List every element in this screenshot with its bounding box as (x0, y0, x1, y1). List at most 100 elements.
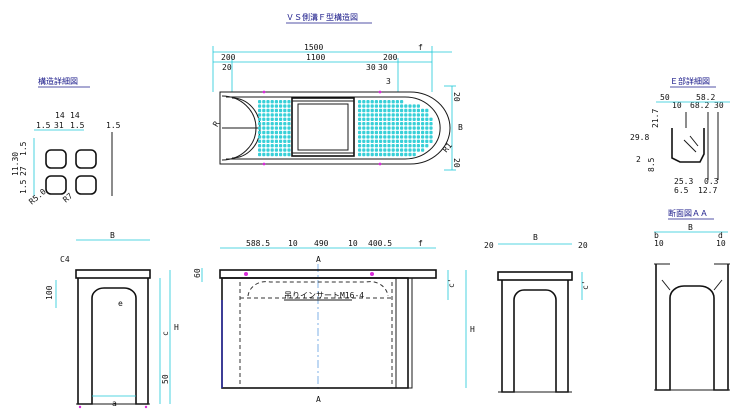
sv-dim-10b: 10 (348, 239, 358, 248)
grating-cell (421, 148, 425, 152)
sv-label-h: H (470, 325, 475, 334)
grating-cell (425, 113, 429, 117)
grating-cell (266, 135, 270, 139)
sec-dim-10b: 10 (716, 239, 726, 248)
grating-cell (379, 100, 383, 104)
ev-dim-20a: 20 (484, 241, 494, 250)
plan-dim-1500-label: 1500 (304, 43, 323, 52)
grating-cell (370, 152, 374, 157)
grating-cell (391, 117, 395, 121)
grating-cell (366, 126, 370, 130)
grating-cell (416, 108, 420, 113)
grating-cell (425, 126, 429, 130)
grating-cell (387, 126, 391, 130)
rd-profile (671, 128, 705, 163)
grating-cell (412, 144, 416, 148)
grating-cell (391, 139, 395, 143)
plan-mark-3 (262, 162, 266, 166)
grating-cell (387, 135, 391, 139)
grating-cell (287, 100, 291, 104)
rd-side-29.8: 29.8 (630, 133, 649, 142)
grating-cell (412, 135, 416, 139)
rd-dim-50: 50 (660, 93, 670, 102)
grating-cell (274, 139, 278, 143)
plan-inner (226, 96, 441, 160)
rd-bot-12.7: 12.7 (698, 186, 717, 195)
grating-cell (379, 130, 383, 135)
grating-cell (258, 139, 262, 143)
grating-cell (358, 139, 362, 143)
grating-cell (391, 144, 395, 148)
plan-radius-r: R (211, 120, 221, 129)
plan-mark-4 (378, 162, 382, 166)
fv-label-a: a (112, 399, 117, 408)
grating-cell (366, 152, 370, 157)
grating-cell (408, 152, 412, 157)
grating-cell (262, 130, 266, 135)
grating-cell (379, 113, 383, 117)
grating-cell (362, 126, 366, 130)
right-detail-title: Ｅ部詳細図 (670, 76, 710, 86)
plan-mark-2 (378, 90, 382, 94)
grating-cell (366, 122, 370, 126)
grating-cell (379, 148, 383, 152)
grating-cell (421, 108, 425, 113)
grating-cell (379, 152, 383, 157)
rd-side-21.7: 21.7 (651, 109, 660, 128)
ld-side-11.30: 11.30 (11, 152, 20, 176)
grating-cell (416, 126, 420, 130)
grating-cell (400, 139, 404, 143)
grating-cell (270, 139, 274, 143)
grating-cell (283, 126, 287, 130)
grating-cell (395, 108, 399, 113)
grating-cell (279, 122, 283, 126)
rd-dim-58.2: 58.2 (696, 93, 715, 102)
sv-label-a-bot: A (316, 395, 321, 404)
sv-label-a-top: A (316, 255, 321, 264)
rd-bot-0.3: 0.3 (704, 177, 719, 186)
section-title: 断面図ＡＡ (668, 208, 708, 218)
grating-cell (425, 130, 429, 135)
plan-grating-left (258, 100, 291, 157)
ld-cell-3 (45, 175, 67, 195)
grating-cell (283, 122, 287, 126)
grating-cell (283, 152, 287, 157)
sv-dim-490: 490 (314, 239, 329, 248)
grating-cell (287, 139, 291, 143)
grating-cell (262, 126, 266, 130)
grating-cell (358, 122, 362, 126)
plan-view: 1500 200 1100 200 f 20 30 30 3 R (211, 43, 463, 171)
grating-cell (274, 122, 278, 126)
grating-cell (362, 108, 366, 113)
fv-label-e: e (118, 299, 123, 308)
grating-cell (425, 117, 429, 121)
grating-cell (270, 100, 274, 104)
grating-cell (287, 144, 291, 148)
fv-top-slab (75, 269, 151, 279)
grating-cell (425, 144, 429, 148)
grating-cell (412, 113, 416, 117)
grating-cell (270, 117, 274, 121)
grating-cell (283, 108, 287, 113)
plan-center-opening (291, 97, 355, 157)
ev-label-c: c' (581, 280, 590, 290)
grating-cell (262, 139, 266, 143)
grating-cell (408, 126, 412, 130)
grating-cell (383, 144, 387, 148)
grating-cell (400, 144, 404, 148)
grating-cell (362, 144, 366, 148)
grating-cell (395, 122, 399, 126)
ld-dim-right: 1.5 (106, 121, 121, 130)
grating-cell (383, 135, 387, 139)
grating-cell (412, 126, 416, 130)
grating-cell (283, 148, 287, 152)
grating-cell (270, 108, 274, 113)
grating-cell (412, 148, 416, 152)
grating-cell (274, 144, 278, 148)
grating-cell (279, 139, 283, 143)
section-view: 断面図ＡＡ B b 10 d 10 (654, 208, 730, 391)
grating-cell (279, 144, 283, 148)
plan-dim-f-label: f (418, 43, 423, 52)
grating-cell (391, 135, 395, 139)
grating-cell (383, 117, 387, 121)
